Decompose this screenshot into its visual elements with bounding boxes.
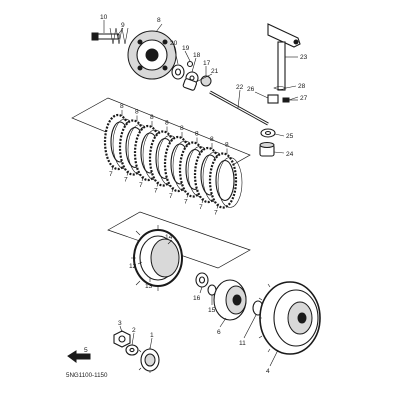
callout-13: 13 bbox=[145, 283, 153, 290]
callout-7-repeat: 7 bbox=[214, 210, 218, 217]
callout-3: 3 bbox=[118, 320, 122, 327]
callout-7-repeat: 7 bbox=[124, 177, 128, 184]
callout-16: 16 bbox=[193, 295, 201, 302]
callout-22: 22 bbox=[236, 84, 244, 91]
small-parts bbox=[67, 330, 160, 373]
push-lever-assembly bbox=[259, 23, 301, 157]
callout-26: 26 bbox=[247, 86, 255, 93]
callout-4: 4 bbox=[266, 368, 270, 375]
callout-6: 6 bbox=[217, 329, 221, 336]
clutch-plate-stack: 8 7 8 7 8 7 8 7 8 7 8 7 8 7 8 7 bbox=[103, 103, 243, 217]
callout-8-repeat: 8 bbox=[180, 125, 184, 132]
callout-28: 28 bbox=[298, 83, 306, 90]
leader-line bbox=[126, 170, 130, 176]
callout-7-repeat: 7 bbox=[109, 171, 113, 178]
callout-11: 11 bbox=[239, 340, 246, 347]
hub-assembly bbox=[195, 272, 321, 355]
callout-10: 10 bbox=[100, 14, 108, 21]
callout-1: 1 bbox=[150, 332, 154, 339]
callout-8-repeat: 8 bbox=[225, 142, 229, 149]
callout-9: 9 bbox=[121, 22, 125, 29]
leader-line bbox=[156, 181, 160, 187]
callout-25: 25 bbox=[286, 133, 294, 140]
callout-7-repeat: 7 bbox=[184, 199, 188, 206]
callout-19: 19 bbox=[182, 45, 190, 52]
callout-7-repeat: 7 bbox=[154, 188, 158, 195]
leader-line bbox=[186, 192, 190, 198]
callout-15: 15 bbox=[208, 307, 216, 314]
callout-5: 5 bbox=[84, 347, 88, 354]
leader-line bbox=[201, 197, 205, 204]
callout-7-repeat: 7 bbox=[199, 204, 203, 211]
clutch-boss bbox=[131, 225, 183, 291]
callout-2: 2 bbox=[132, 327, 136, 334]
callout-20: 20 bbox=[170, 40, 178, 47]
callout-8-repeat: 8 bbox=[135, 109, 139, 116]
callout-8-repeat: 8 bbox=[120, 103, 124, 110]
callout-23: 23 bbox=[300, 54, 308, 61]
callout-27: 27 bbox=[300, 95, 308, 102]
leader-line bbox=[171, 186, 175, 193]
part-code-label: 5NG1100-1150 bbox=[66, 372, 108, 379]
callout-12: 12 bbox=[129, 263, 137, 270]
clutch-plate bbox=[217, 157, 243, 208]
callout-24: 24 bbox=[286, 151, 294, 158]
callout-17: 17 bbox=[203, 60, 211, 67]
callout-21: 21 bbox=[211, 68, 219, 75]
leader-line bbox=[216, 203, 220, 209]
callout-18: 18 bbox=[193, 52, 201, 59]
callout-8-repeat: 8 bbox=[150, 114, 154, 121]
callout-7-repeat: 7 bbox=[139, 182, 143, 189]
callout-14: 14 bbox=[165, 234, 173, 241]
leader-line bbox=[111, 164, 115, 171]
friction-plate-inner bbox=[215, 159, 235, 202]
callout-8-repeat: 8 bbox=[165, 120, 169, 127]
callout-7-repeat: 7 bbox=[169, 193, 173, 200]
callout-8-repeat: 8 bbox=[210, 136, 214, 143]
leader-lines bbox=[103, 20, 299, 367]
callout-labels: 10 9 8 20 19 18 17 21 22 23 26 28 27 25 … bbox=[84, 14, 308, 375]
callout-8-repeat: 8 bbox=[195, 131, 199, 138]
pressure-plate-assembly bbox=[91, 27, 269, 126]
callout-8: 8 bbox=[157, 17, 161, 24]
leader-line bbox=[141, 175, 145, 182]
